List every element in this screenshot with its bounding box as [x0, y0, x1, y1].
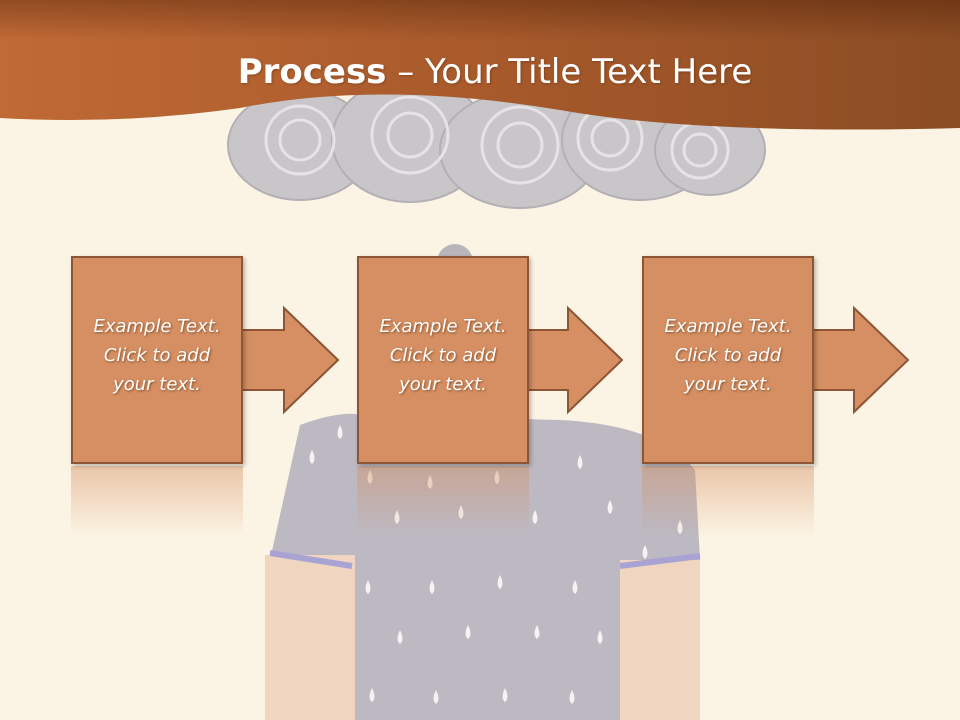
title-rest: – Your Title Text Here	[386, 52, 753, 92]
step-text: Example Text. Click to add your text.	[658, 312, 797, 399]
page-title: Process – Your Title Text Here	[0, 52, 960, 92]
step-reflection	[642, 466, 814, 536]
step-box-2[interactable]: Example Text. Click to add your text.	[357, 256, 529, 464]
step-line: Example Text.	[664, 315, 792, 337]
step-text: Example Text. Click to add your text.	[87, 312, 226, 399]
arrow-right-icon	[812, 305, 910, 415]
arrow-right-icon	[242, 305, 340, 415]
step-reflection	[71, 466, 243, 536]
step-line: your text.	[113, 373, 201, 395]
step-line: Click to add	[389, 344, 497, 366]
arrow-right-icon	[526, 305, 624, 415]
step-line: Click to add	[674, 344, 782, 366]
step-line: your text.	[684, 373, 772, 395]
step-box-3[interactable]: Example Text. Click to add your text.	[642, 256, 814, 464]
step-line: Example Text.	[93, 315, 221, 337]
step-line: your text.	[399, 373, 487, 395]
step-line: Click to add	[103, 344, 211, 366]
step-text: Example Text. Click to add your text.	[373, 312, 512, 399]
step-box-1[interactable]: Example Text. Click to add your text.	[71, 256, 243, 464]
title-bold: Process	[237, 52, 387, 92]
step-reflection	[357, 466, 529, 536]
step-line: Example Text.	[379, 315, 507, 337]
person-illustration	[265, 244, 701, 720]
